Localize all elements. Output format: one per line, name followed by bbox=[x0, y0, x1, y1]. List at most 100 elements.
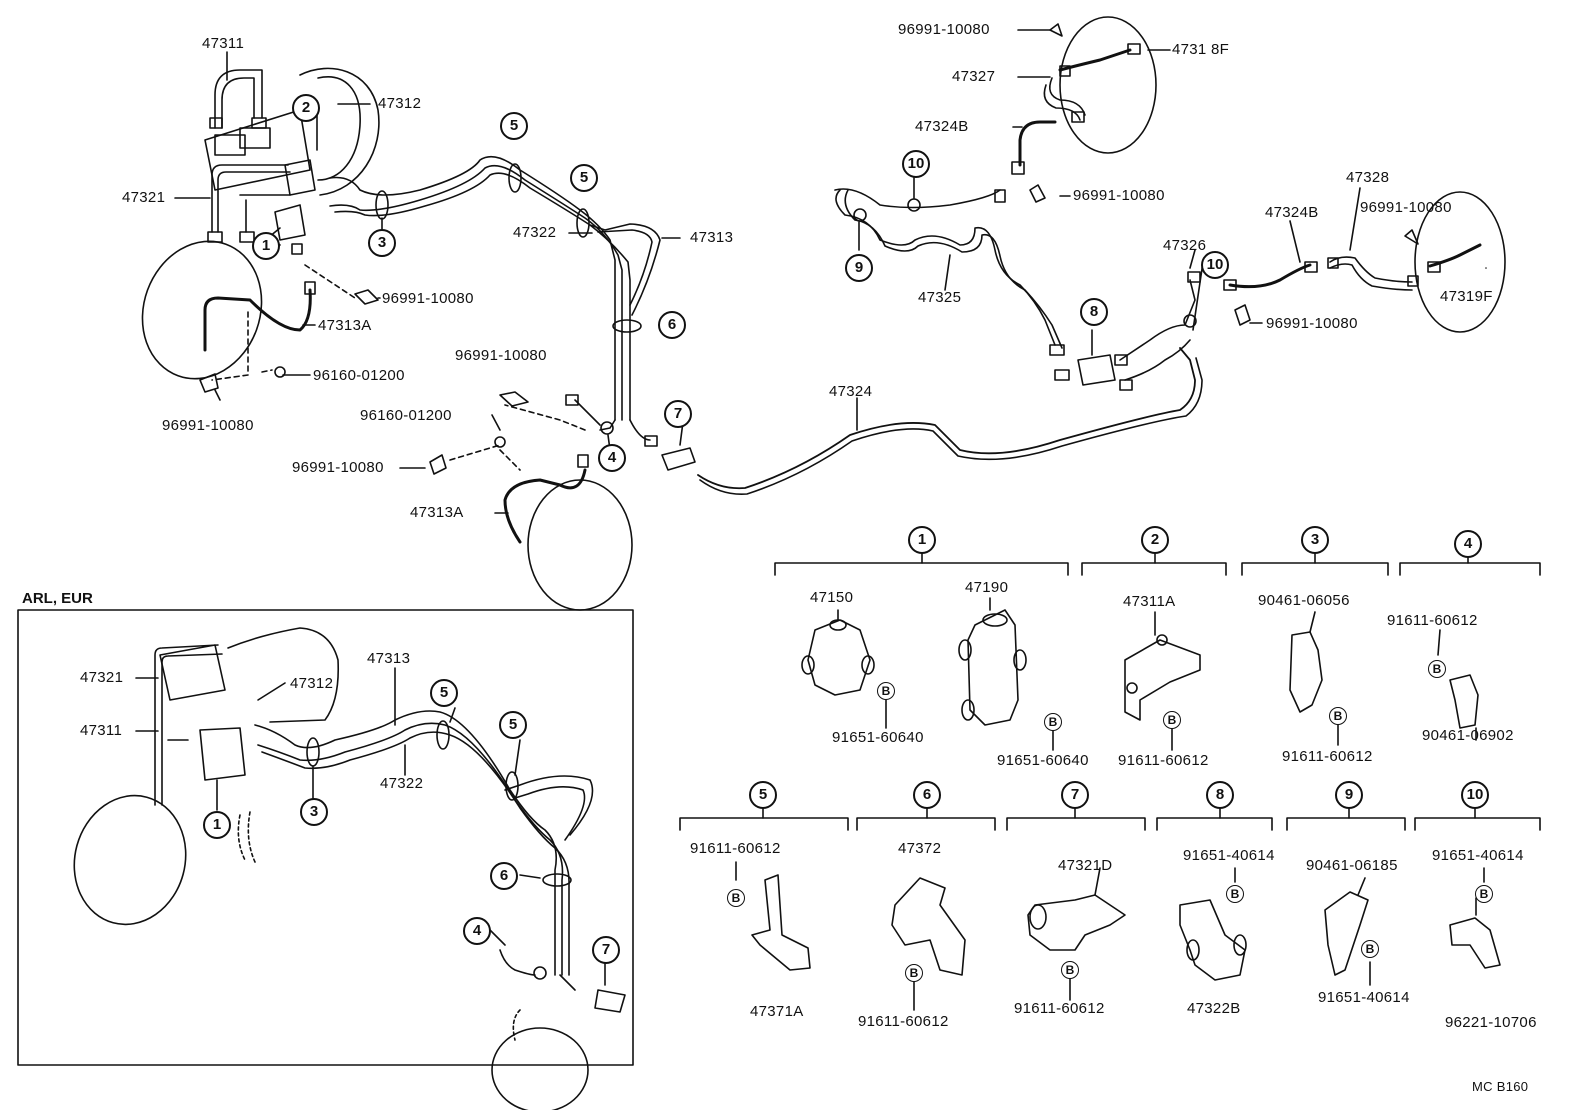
part-label: 47150 bbox=[810, 589, 854, 606]
callout-8: 8 bbox=[1080, 298, 1108, 326]
group-callout-7: 7 bbox=[1061, 781, 1089, 809]
part-label: 47322 bbox=[380, 775, 424, 792]
part-label: 47311A bbox=[1123, 593, 1176, 610]
bolt-symbol: B bbox=[1361, 940, 1379, 958]
callout-7: 7 bbox=[592, 936, 620, 964]
part-label: 96221-10706 bbox=[1445, 1014, 1537, 1031]
part-label: 96991-10080 bbox=[455, 347, 547, 364]
part-label: 96991-10080 bbox=[1360, 199, 1452, 216]
callout-7: 7 bbox=[664, 400, 692, 428]
part-label: 91611-60612 bbox=[690, 840, 781, 857]
part-label: 90461-06902 bbox=[1422, 727, 1514, 744]
part-label: 91651-60640 bbox=[997, 752, 1089, 769]
part-label: 91611-60612 bbox=[1387, 612, 1478, 629]
part-label: 91651-40614 bbox=[1432, 847, 1524, 864]
part-label: 96160-01200 bbox=[313, 367, 405, 384]
callout-5: 5 bbox=[570, 164, 598, 192]
part-label: 96991-10080 bbox=[898, 21, 990, 38]
callout-5: 5 bbox=[500, 112, 528, 140]
part-label: 47313A bbox=[410, 504, 464, 521]
part-label: 91651-60640 bbox=[832, 729, 924, 746]
part-label: 47190 bbox=[965, 579, 1009, 596]
callout-6: 6 bbox=[658, 311, 686, 339]
bolt-symbol: B bbox=[1475, 885, 1493, 903]
part-label: 91611-60612 bbox=[1014, 1000, 1105, 1017]
callout-10: 10 bbox=[1201, 251, 1229, 279]
part-label: 4731 8F bbox=[1172, 41, 1230, 58]
part-label: 96991-10080 bbox=[292, 459, 384, 476]
callout-3: 3 bbox=[300, 798, 328, 826]
part-label: 47319F bbox=[1440, 288, 1493, 305]
group-callout-1: 1 bbox=[908, 526, 936, 554]
callout-6: 6 bbox=[490, 862, 518, 890]
bolt-symbol: B bbox=[1163, 711, 1181, 729]
callout-1: 1 bbox=[252, 232, 280, 260]
bolt-symbol: B bbox=[1329, 707, 1347, 725]
part-label: 96991-10080 bbox=[162, 417, 254, 434]
part-label: 47311 bbox=[202, 35, 245, 52]
bolt-symbol: B bbox=[905, 964, 923, 982]
callout-9: 9 bbox=[845, 254, 873, 282]
callout-4: 4 bbox=[598, 444, 626, 472]
part-label: 91651-40614 bbox=[1183, 847, 1275, 864]
part-label: 91651-40614 bbox=[1318, 989, 1410, 1006]
part-label: 91611-60612 bbox=[1282, 748, 1373, 765]
callout-3: 3 bbox=[368, 229, 396, 257]
part-label: 47327 bbox=[952, 68, 996, 85]
part-label: 47326 bbox=[1163, 237, 1207, 254]
inset-title: ARL, EUR bbox=[22, 590, 93, 607]
part-label: 47311 bbox=[80, 722, 123, 739]
group-brackets bbox=[680, 552, 1540, 830]
part-label: 96991-10080 bbox=[1073, 187, 1165, 204]
callout-2: 2 bbox=[292, 94, 320, 122]
part-label: 47322 bbox=[513, 224, 557, 241]
diagram-code: MC B160 bbox=[1472, 1079, 1529, 1094]
part-label: 47312 bbox=[290, 675, 334, 692]
group-callout-3: 3 bbox=[1301, 526, 1329, 554]
group-callout-5: 5 bbox=[749, 781, 777, 809]
part-label: 47321D bbox=[1058, 857, 1113, 874]
part-label: 47322B bbox=[1187, 1000, 1241, 1017]
part-label: 47324B bbox=[915, 118, 969, 135]
part-label: 47313 bbox=[690, 229, 734, 246]
inset-frame bbox=[18, 610, 633, 1065]
part-label: 90461-06056 bbox=[1258, 592, 1350, 609]
callout-1: 1 bbox=[203, 811, 231, 839]
part-label: 47313A bbox=[318, 317, 372, 334]
group-callout-10: 10 bbox=[1461, 781, 1489, 809]
part-label: 91611-60612 bbox=[858, 1013, 949, 1030]
callout-5: 5 bbox=[499, 711, 527, 739]
part-label: 47321 bbox=[80, 669, 124, 686]
part-label: 96160-01200 bbox=[360, 407, 452, 424]
bolt-symbol: B bbox=[1044, 713, 1062, 731]
part-label: 47325 bbox=[918, 289, 962, 306]
bolt-symbol: B bbox=[727, 889, 745, 907]
callout-5: 5 bbox=[430, 679, 458, 707]
part-label: 47313 bbox=[367, 650, 411, 667]
part-label: 90461-06185 bbox=[1306, 857, 1398, 874]
part-label: 47324B bbox=[1265, 204, 1319, 221]
bolt-symbol: B bbox=[1061, 961, 1079, 979]
master-cylinder bbox=[205, 68, 379, 195]
group-callout-9: 9 bbox=[1335, 781, 1363, 809]
part-label: 47371A bbox=[750, 1003, 804, 1020]
bolt-symbol: B bbox=[1226, 885, 1244, 903]
bolt-symbol: B bbox=[877, 682, 895, 700]
inset-drawing bbox=[60, 628, 625, 1110]
group-callout-2: 2 bbox=[1141, 526, 1169, 554]
group-callout-8: 8 bbox=[1206, 781, 1234, 809]
main-bundle bbox=[330, 157, 660, 420]
callout-4: 4 bbox=[463, 917, 491, 945]
part-label: 96991-10080 bbox=[1266, 315, 1358, 332]
bolt-symbol: B bbox=[1428, 660, 1446, 678]
part-label: 47328 bbox=[1346, 169, 1390, 186]
part-label: 47321 bbox=[122, 189, 166, 206]
part-label: 96991-10080 bbox=[382, 290, 474, 307]
part-label: 47324 bbox=[829, 383, 873, 400]
part-label: 47372 bbox=[898, 840, 942, 857]
part-label: 91611-60612 bbox=[1118, 752, 1209, 769]
group-callout-4: 4 bbox=[1454, 530, 1482, 558]
part-label: 47312 bbox=[378, 95, 422, 112]
group-callout-6: 6 bbox=[913, 781, 941, 809]
